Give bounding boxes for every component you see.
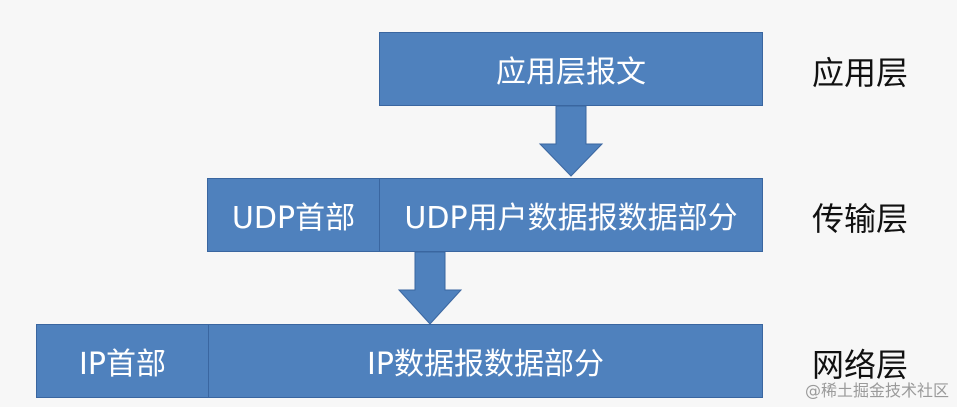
network-layer-label: 网络层: [812, 346, 909, 384]
ip-header-box: IP首部: [36, 324, 209, 398]
udp-data-box: UDP用户数据报数据部分: [379, 178, 763, 252]
down-arrow-icon: [538, 106, 604, 177]
transport-layer-label: 传输层: [812, 200, 909, 238]
down-arrow-icon: [397, 252, 463, 325]
udp-header-box: UDP首部: [207, 178, 380, 252]
watermark-text: @稀土掘金技术社区: [804, 381, 949, 400]
ip-data-box: IP数据报数据部分: [208, 324, 763, 398]
application-message-box: 应用层报文: [379, 32, 763, 106]
application-layer-label: 应用层: [812, 54, 909, 92]
